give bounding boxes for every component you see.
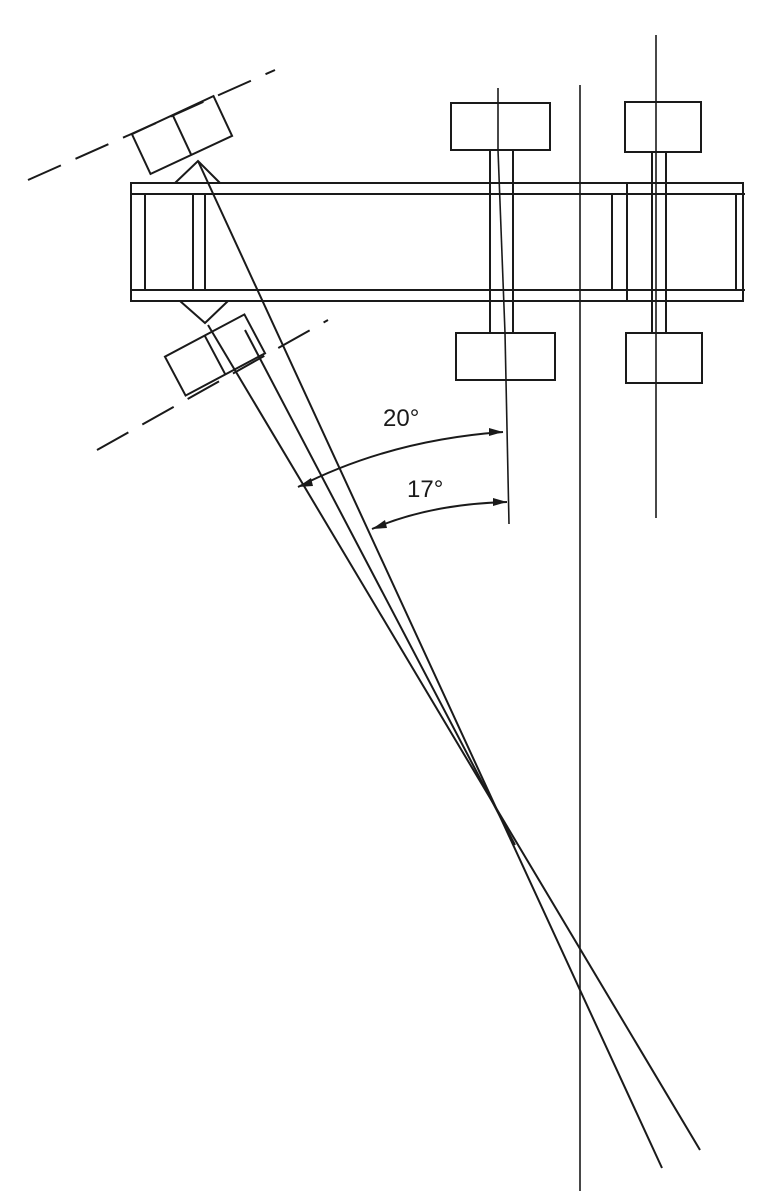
- middle-axle: [450, 88, 556, 525]
- front-right-knuckle: [179, 300, 229, 325]
- inner-angle-arrow-right: [493, 498, 507, 506]
- front-left-knuckle: [174, 159, 221, 184]
- front-right-wheel-axis: [96, 319, 329, 451]
- outer-wheel-line: [197, 160, 663, 1169]
- inner-wheel-line-1: [207, 324, 701, 1151]
- chassis-frame: [130, 182, 745, 302]
- inner-angle-arrow-left: [372, 520, 387, 529]
- outer-angle-arrow-right: [489, 428, 503, 436]
- rear-axle: [624, 35, 703, 518]
- front-right-wheel: [163, 313, 267, 397]
- inner-wheel-line-2: [244, 329, 516, 846]
- outer-angle-arrow-left: [298, 478, 313, 487]
- inner-angle-label: 17°: [407, 476, 443, 503]
- inner-angle-arc: [371, 501, 508, 530]
- front-left-wheel: [130, 94, 234, 176]
- outer-angle-label: 20°: [383, 405, 419, 432]
- outer-angle-arc: [297, 431, 504, 488]
- front-left-wheel-axis: [27, 69, 276, 181]
